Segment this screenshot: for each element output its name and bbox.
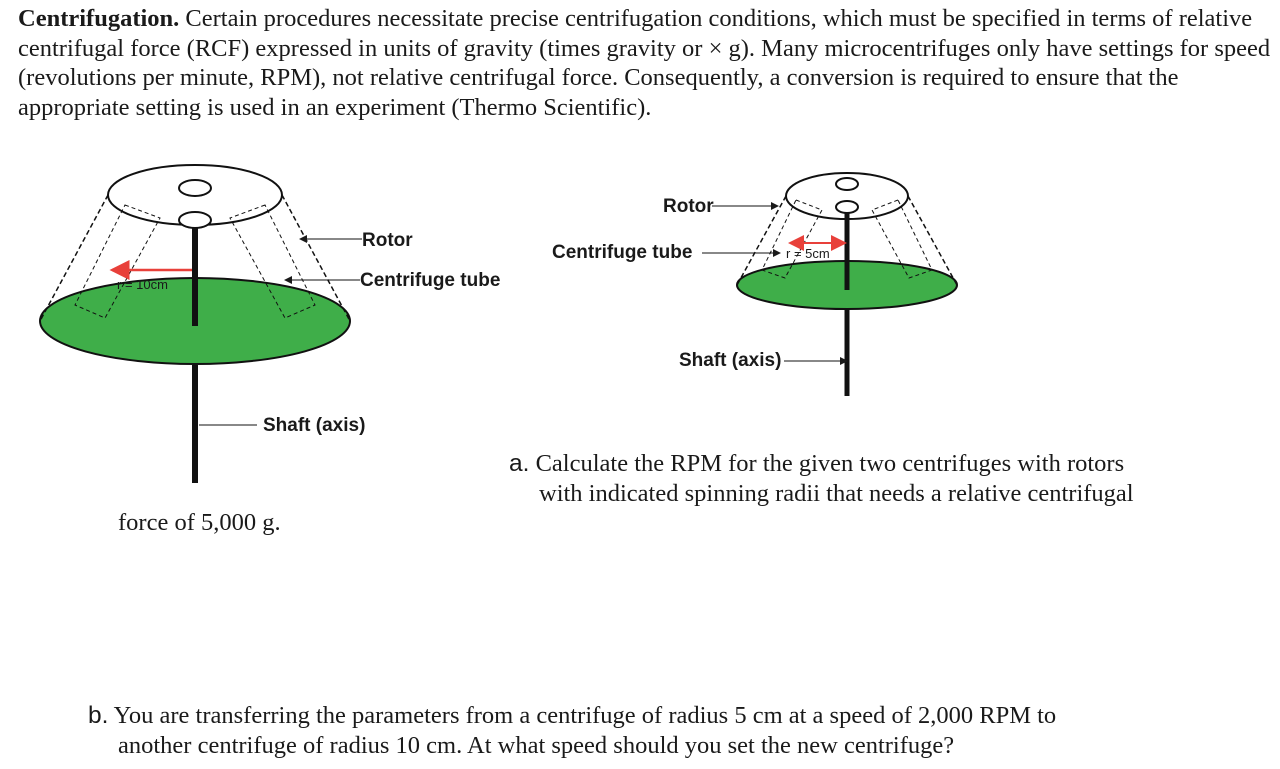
left-tube-hole-1 bbox=[178, 179, 212, 197]
left-tube-1 bbox=[74, 204, 161, 319]
right-tube-1 bbox=[761, 199, 823, 279]
left-tube-label: Centrifuge tube bbox=[360, 270, 500, 291]
question-a-line1: Calculate the RPM for the given two cent… bbox=[535, 450, 1125, 477]
intro-text: Certain procedures necessitate precise c… bbox=[18, 5, 1271, 121]
question-a-marker: a. bbox=[509, 450, 530, 477]
left-tube-hole-2 bbox=[178, 211, 212, 229]
right-tube-hole-2 bbox=[835, 200, 859, 214]
left-tube-2 bbox=[229, 204, 316, 319]
question-b: b. You are transferring the parameters f… bbox=[88, 701, 1268, 760]
question-b-line1: You are transferring the parameters from… bbox=[113, 702, 1057, 729]
right-tube-hole-1 bbox=[835, 177, 859, 191]
question-a-line2: with indicated spinning radii that needs… bbox=[539, 479, 1134, 507]
right-cone-side-left bbox=[736, 195, 787, 286]
right-tube-2 bbox=[871, 199, 933, 279]
intro-heading: Centrifugation. bbox=[18, 5, 180, 32]
right-cone-side-right bbox=[907, 195, 958, 286]
intro-paragraph: Centrifugation. Certain procedures neces… bbox=[18, 4, 1276, 122]
left-centrifuge: r = 10cm Rotor Centrifuge tube Shaft (ax… bbox=[39, 164, 500, 483]
question-b-marker: b. bbox=[88, 702, 109, 729]
left-rotor-label: Rotor bbox=[362, 230, 413, 251]
right-radius-label: r = 5cm bbox=[786, 246, 830, 261]
right-shaft-label: Shaft (axis) bbox=[679, 350, 781, 371]
left-radius-label: r = 10cm bbox=[117, 277, 168, 292]
question-b-line2: another centrifuge of radius 10 cm. At w… bbox=[118, 731, 955, 759]
right-rotor-label: Rotor bbox=[663, 196, 714, 217]
question-a: a. Calculate the RPM for the given two c… bbox=[509, 449, 1269, 508]
right-centrifuge: r = 5cm Rotor Centrifuge tube Shaft (axi… bbox=[552, 172, 958, 396]
right-tube-label: Centrifuge tube bbox=[552, 242, 692, 263]
left-shaft-label: Shaft (axis) bbox=[263, 415, 365, 436]
question-a-line3: force of 5,000 g. bbox=[118, 509, 281, 536]
